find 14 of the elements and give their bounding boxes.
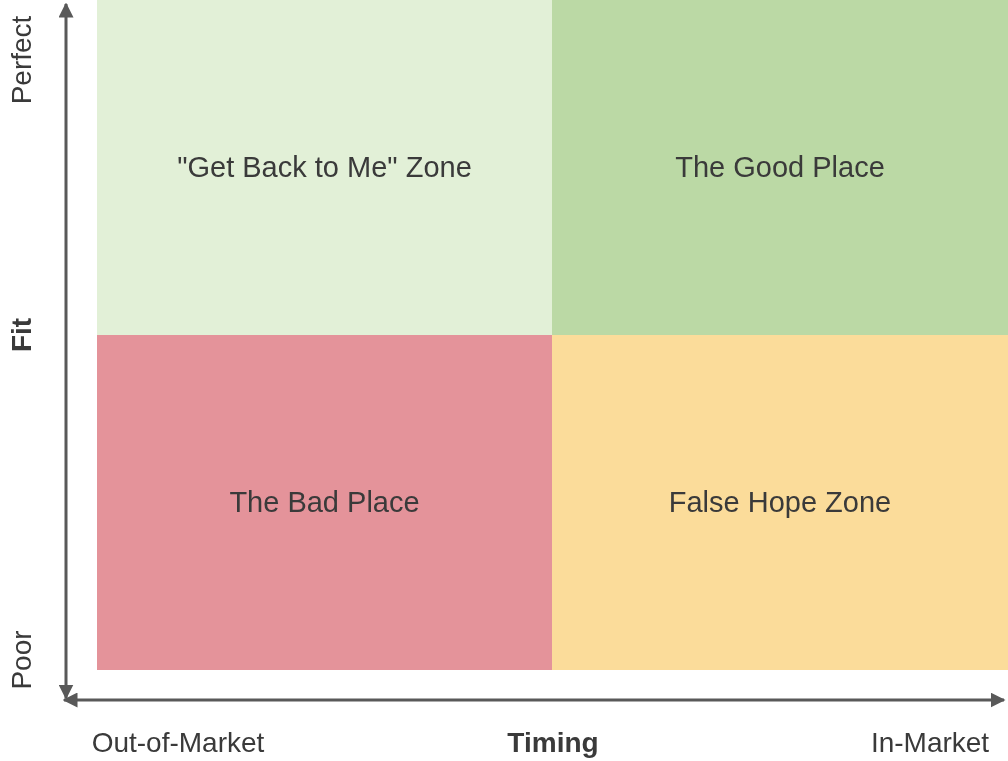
quadrant-label: The Bad Place [229,486,420,519]
axis-end-label: Poor [6,630,38,690]
quadrant [552,335,1008,670]
axis-title: Fit [6,317,38,353]
quadrant-label: "Get Back to Me" Zone [177,151,472,184]
quadrant [97,335,552,670]
quadrant [552,0,1008,335]
quadrant-label: False Hope Zone [668,486,892,519]
quadrant [97,0,552,335]
axis-end-label: Perfect [6,15,38,105]
axis-end-label: Out-of-Market [91,727,265,759]
axis-end-label: In-Market [870,727,990,759]
quadrant-label: The Good Place [675,151,885,184]
axis-title: Timing [507,727,599,759]
